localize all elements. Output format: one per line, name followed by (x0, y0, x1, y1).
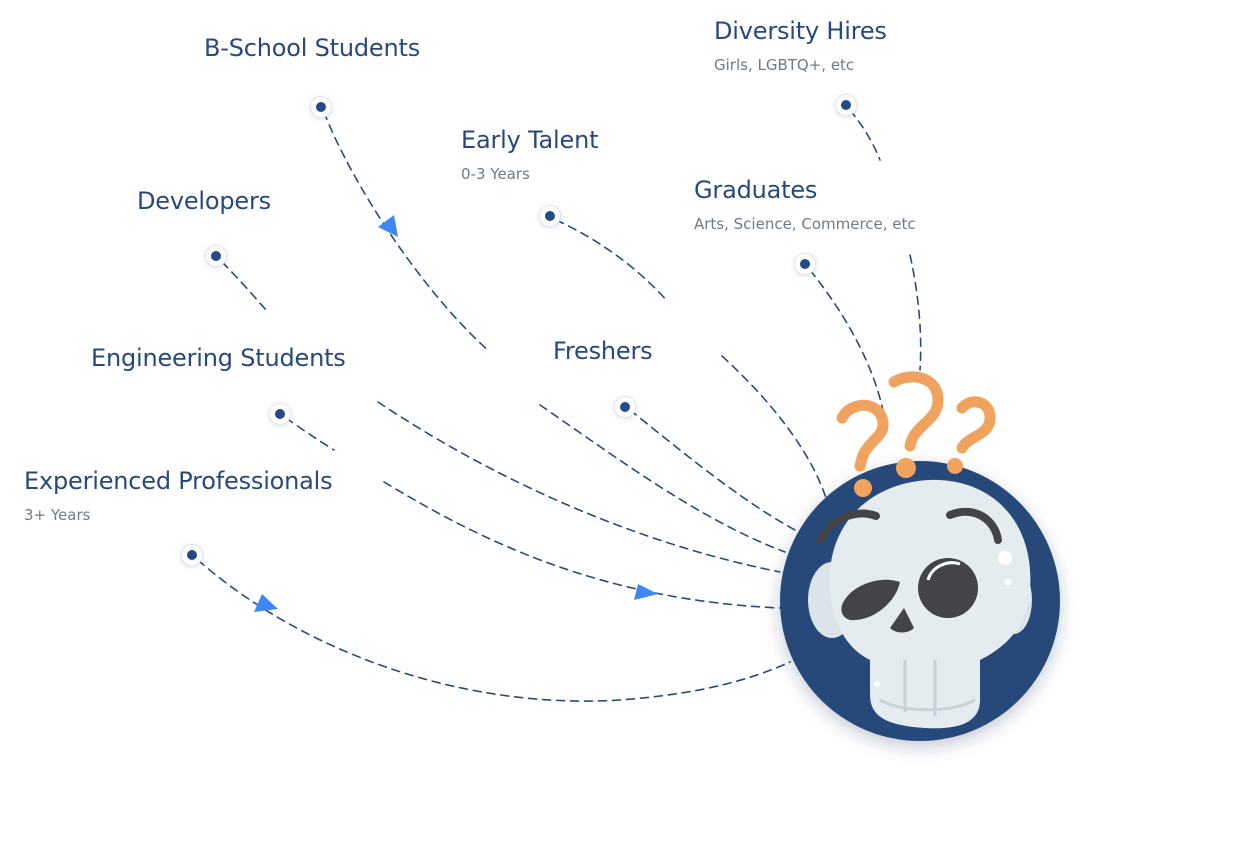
connector-early-talent-lower (721, 355, 827, 499)
arrow-head-b-school (378, 215, 398, 237)
label-developers: Developers (137, 187, 271, 215)
node-b-school[interactable] (311, 97, 331, 117)
connector-graduates (809, 269, 885, 416)
connector-b-school-lower (539, 404, 786, 553)
label-early-talent: Early Talent (461, 126, 599, 154)
node-engineering[interactable] (270, 404, 290, 424)
label-experienced: Experienced Professionals (24, 467, 333, 495)
sub-early-talent: 0-3 Years (461, 165, 530, 183)
connector-b-school (323, 111, 491, 353)
node-experienced[interactable] (182, 545, 202, 565)
connector-engineering (285, 417, 335, 451)
sub-diversity: Girls, LGBTQ+, etc (714, 56, 855, 74)
connector-engineering-lower (383, 481, 781, 609)
label-freshers: Freshers (553, 337, 653, 365)
label-graduates: Graduates (694, 176, 818, 204)
arrow-head-engineering (634, 584, 658, 600)
connector-diversity-lower (909, 254, 922, 371)
connector-diversity (849, 109, 881, 161)
connector-developers (221, 261, 267, 311)
sub-graduates: Arts, Science, Commerce, etc (694, 215, 916, 233)
confused-skull-icon (808, 479, 1032, 729)
node-freshers[interactable] (615, 397, 635, 417)
connector-developers-lower (377, 401, 781, 573)
label-engineering: Engineering Students (91, 344, 346, 372)
node-developers[interactable] (206, 246, 226, 266)
node-graduates[interactable] (795, 254, 815, 274)
arrow-head-experienced (254, 594, 278, 612)
connector-freshers (629, 409, 796, 531)
node-early-talent[interactable] (540, 206, 560, 226)
sub-experienced: 3+ Years (24, 506, 91, 524)
question-marks-icon (836, 371, 996, 472)
connector-early-talent (555, 219, 669, 303)
node-diversity[interactable] (836, 95, 856, 115)
connector-experienced (197, 559, 791, 702)
label-b-school: B-School Students (204, 34, 421, 62)
label-diversity: Diversity Hires (714, 17, 887, 45)
